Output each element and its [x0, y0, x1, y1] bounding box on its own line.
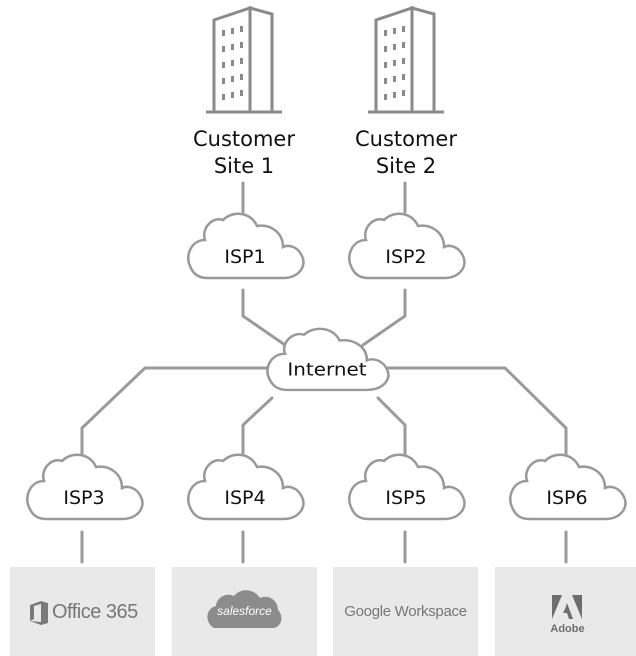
cloud-label: ISP3: [63, 487, 104, 509]
site-label-line1: Customer: [354, 127, 457, 151]
cloud-isp3: ISP3: [26, 453, 144, 521]
cloud-isp6: ISP6: [509, 453, 627, 521]
cloud-isp5: ISP5: [348, 453, 466, 521]
line-internet-isp4: [241, 396, 274, 457]
office-logo-icon: [30, 601, 48, 625]
cloud-label: ISP1: [224, 246, 265, 268]
line-isp2-internet: [361, 288, 407, 347]
cloud-label: ISP2: [385, 246, 426, 268]
cloud-label: ISP5: [385, 487, 426, 509]
building-icon: [366, 6, 446, 114]
site-label-line2: Site 2: [375, 154, 437, 178]
cloud-label: ISP6: [546, 487, 587, 509]
salesforce-cloud-icon: [207, 590, 282, 628]
adobe-logo-box: Adobe: [495, 567, 636, 656]
google-workspace-logo-box: Google Workspace: [333, 567, 478, 656]
cloud-label: Internet: [287, 360, 366, 381]
cloud-label: ISP4: [224, 487, 265, 509]
cloud-isp1: ISP1: [187, 212, 305, 280]
salesforce-label: salesforce: [217, 604, 272, 618]
line-isp1-internet: [241, 288, 287, 347]
customer-site-2-label: Customer Site 2: [326, 126, 486, 180]
line-internet-isp5: [376, 396, 407, 457]
office365-logo-box: Office 365: [10, 567, 155, 656]
building-icon: [204, 6, 284, 114]
salesforce-logo-box: salesforce: [172, 567, 317, 656]
adobe-logo-icon: [552, 595, 582, 619]
adobe-label: Adobe: [550, 623, 585, 635]
cloud-internet: Internet: [266, 327, 390, 392]
line-internet-isp3: [80, 366, 272, 460]
google-workspace-label: Google Workspace: [344, 603, 467, 620]
line-internet-isp6: [386, 366, 568, 460]
customer-site-1-label: Customer Site 1: [164, 126, 324, 180]
office365-label: Office 365: [52, 601, 138, 623]
site-label-line1: Customer: [192, 127, 295, 151]
site-label-line2: Site 1: [213, 154, 275, 178]
cloud-isp4: ISP4: [187, 453, 305, 521]
cloud-isp2: ISP2: [348, 212, 466, 280]
